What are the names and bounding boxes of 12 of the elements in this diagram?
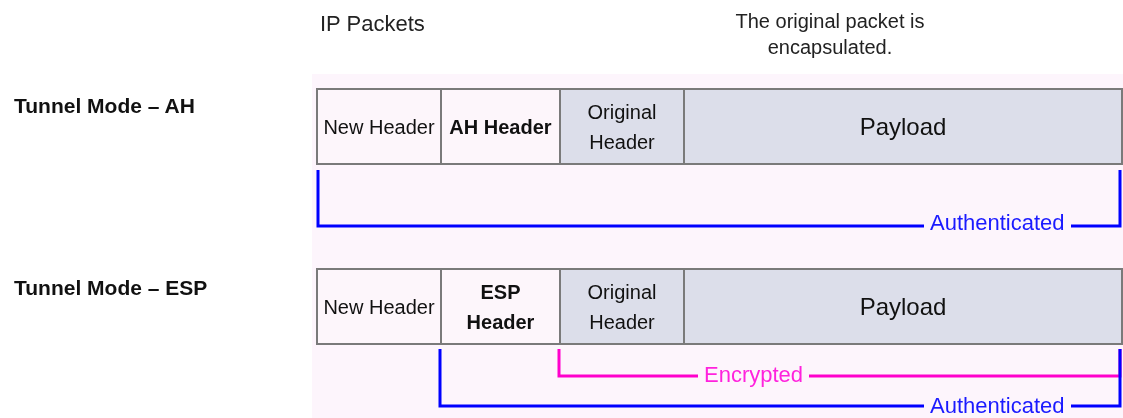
annotation: IP Packets — [320, 10, 425, 38]
packet-field: Original Header — [559, 88, 685, 165]
packet-field: Payload — [683, 88, 1123, 165]
row-label: Tunnel Mode – AH — [14, 93, 195, 119]
packet-field: AH Header — [440, 88, 561, 165]
packet-field: New Header — [316, 88, 442, 165]
packet-field: New Header — [316, 268, 442, 345]
annotation: The original packet is encapsulated. — [734, 9, 926, 60]
packet-field: ESP Header — [440, 268, 561, 345]
packet-field: Original Header — [559, 268, 685, 345]
row-label: Tunnel Mode – ESP — [14, 275, 208, 301]
packet-field: Payload — [683, 268, 1123, 345]
